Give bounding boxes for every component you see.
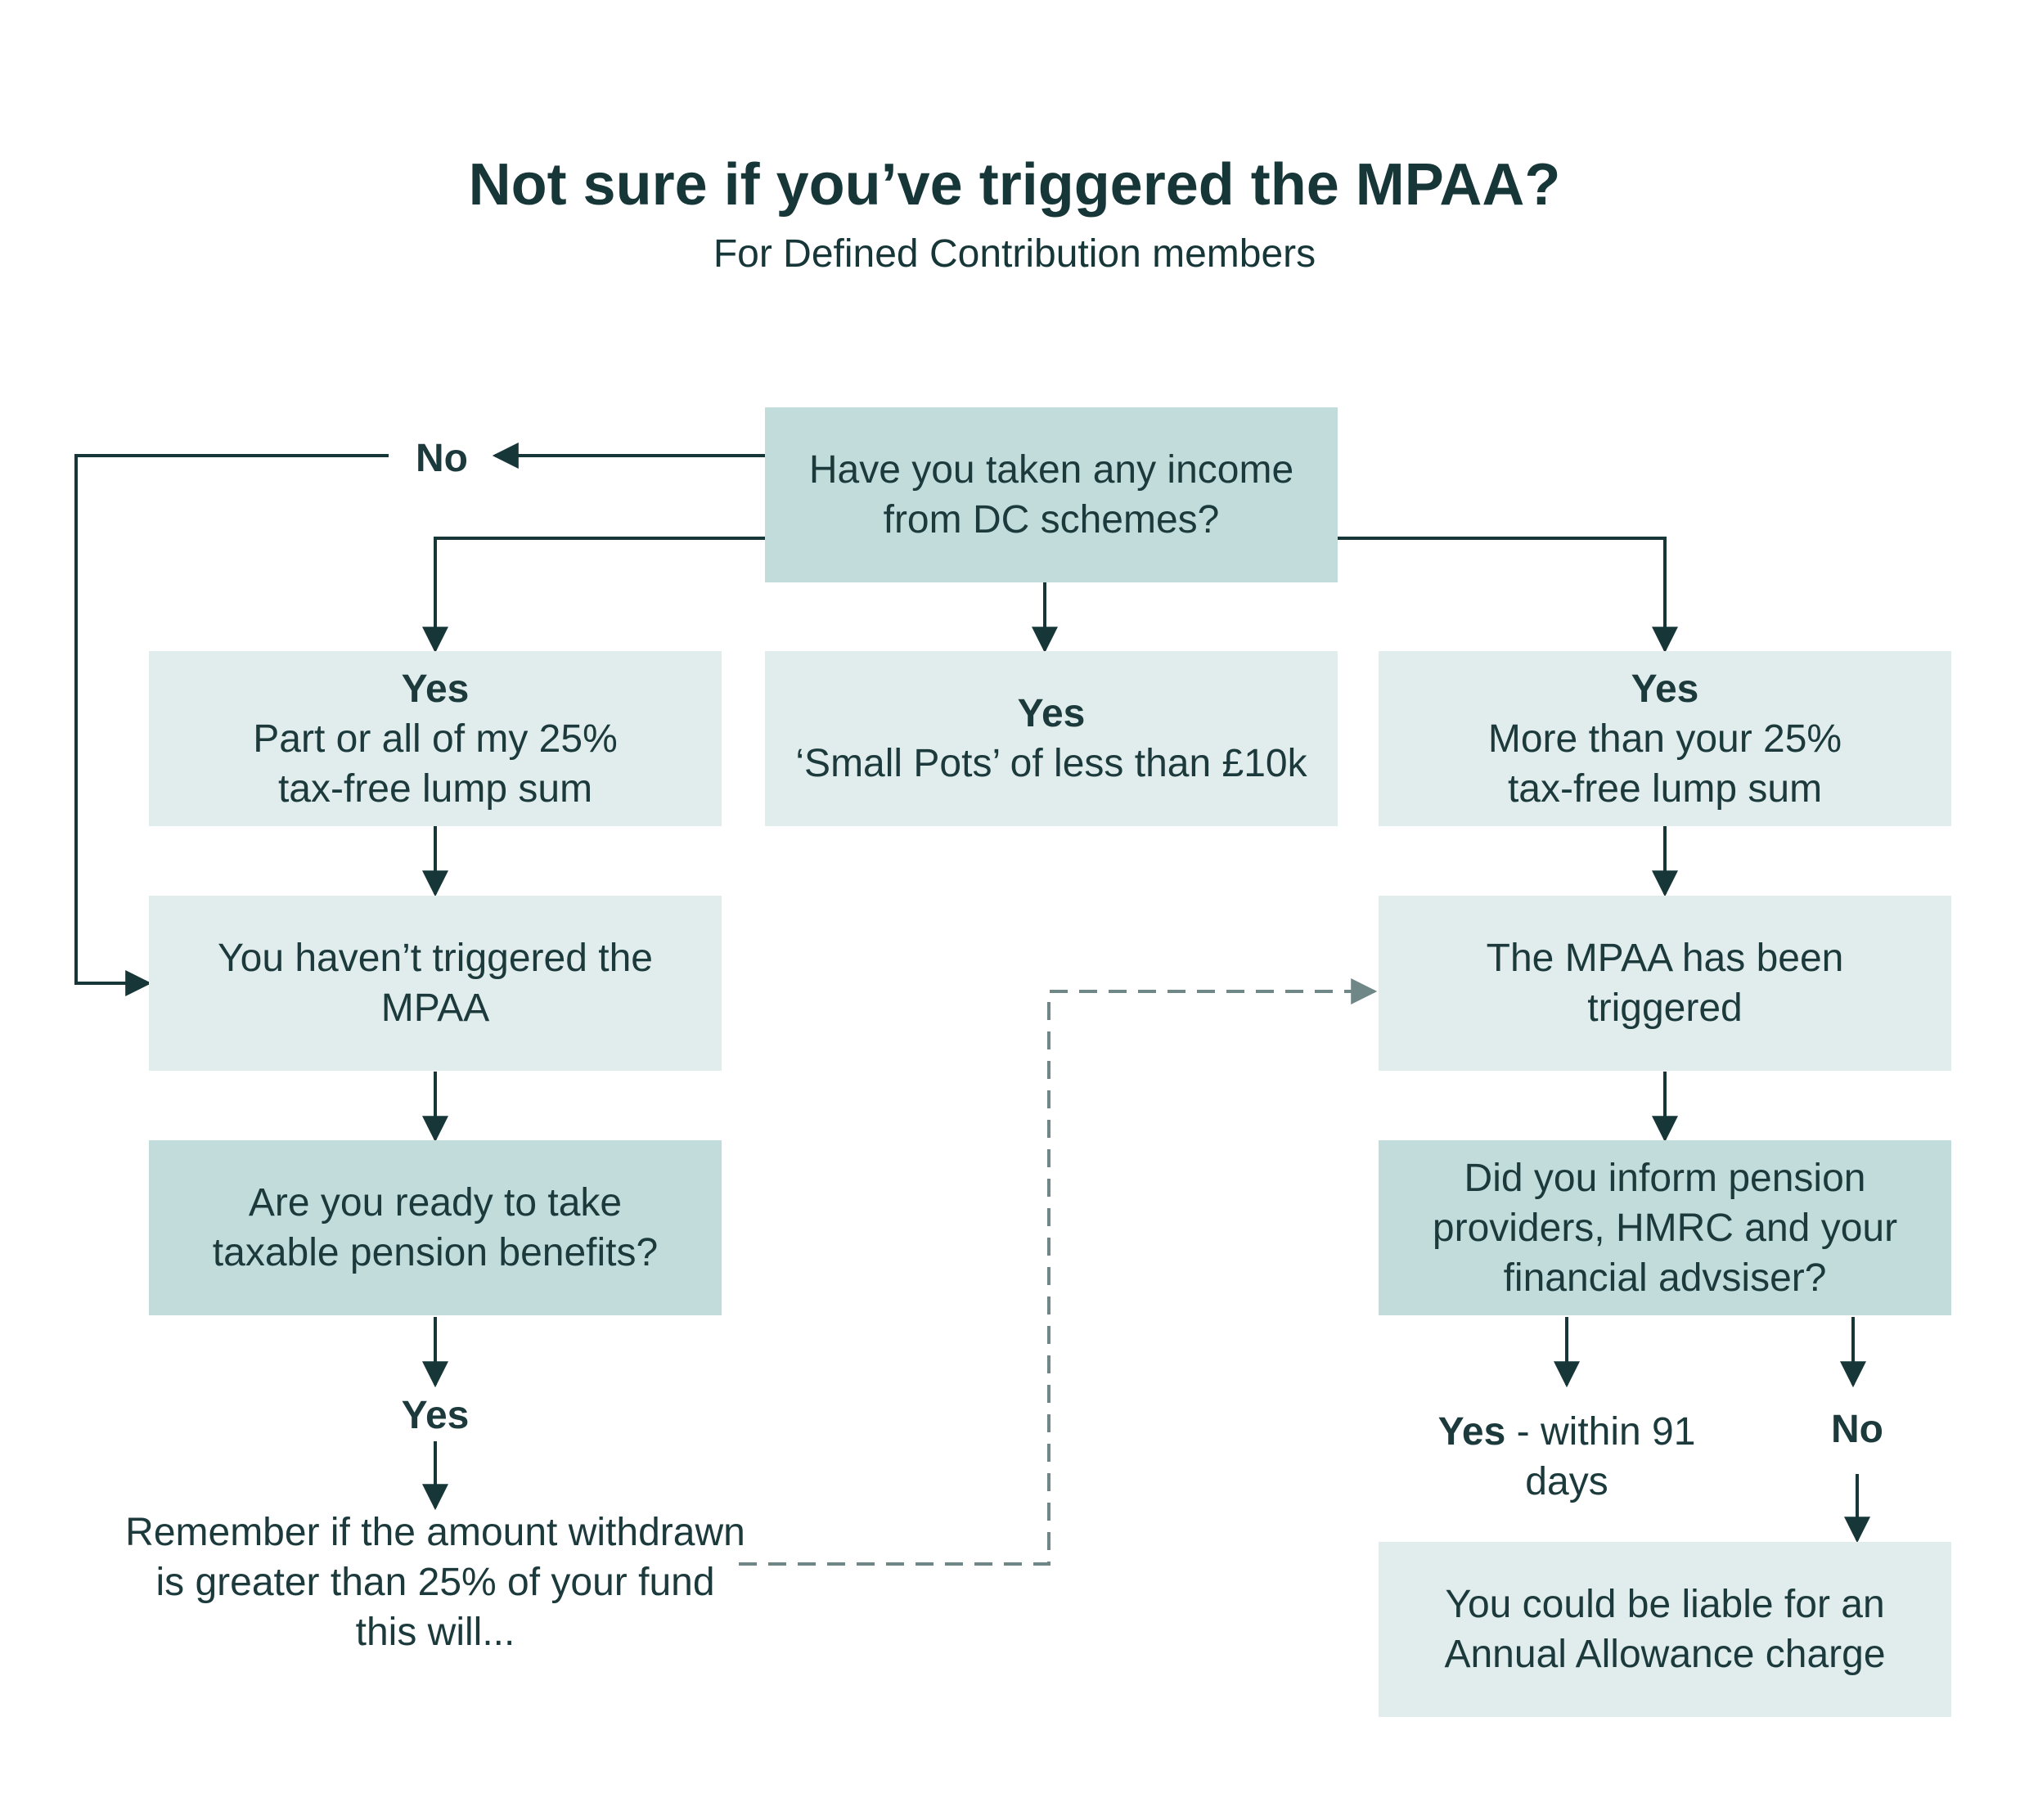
node-liable-text: You could be liable for an Annual Allowa… xyxy=(1444,1583,1886,1676)
node-yes-small: Yes ‘Small Pots’ of less than £10k xyxy=(765,651,1338,826)
node-not-triggered: You haven’t triggered the MPAA xyxy=(149,896,722,1071)
label-yes-within-bold: Yes xyxy=(1437,1410,1506,1454)
no-loop-line xyxy=(74,454,389,996)
node-yes-more: Yes More than your 25% tax-free lump sum xyxy=(1379,651,1951,826)
page-subtitle: For Defined Contribution members xyxy=(713,232,1316,276)
node-triggered-text: The MPAA has been triggered xyxy=(1486,937,1844,1030)
node-ready-question: Are you ready to take taxable pension be… xyxy=(149,1140,722,1315)
node-yes-part-label: Yes xyxy=(401,667,470,711)
label-yes-ready: Yes xyxy=(401,1394,470,1437)
node-liable: You could be liable for an Annual Allowa… xyxy=(1379,1542,1951,1717)
node-yes-more-label: Yes xyxy=(1631,667,1699,711)
node-inform-question: Did you inform pension providers, HMRC a… xyxy=(1379,1140,1951,1315)
node-not-triggered-text: You haven’t triggered the MPAA xyxy=(218,937,653,1030)
label-no-inform: No xyxy=(1831,1408,1883,1451)
label-no-top: No xyxy=(416,437,468,480)
node-income-question-text: Have you taken any income from DC scheme… xyxy=(808,448,1294,542)
arrow-to-yes-more xyxy=(1338,537,1678,654)
node-ready-question-text: Are you ready to take taxable pension be… xyxy=(212,1181,659,1274)
dashed-link xyxy=(739,978,1378,1566)
arrow-to-yes-part xyxy=(422,537,765,654)
label-yes-within-rest: - within 91 days xyxy=(1505,1410,1696,1503)
node-remember-text: Remember if the amount withdrawn is grea… xyxy=(125,1511,745,1654)
node-inform-question-text: Did you inform pension providers, HMRC a… xyxy=(1432,1156,1898,1300)
node-income-question: Have you taken any income from DC scheme… xyxy=(765,407,1338,582)
node-yes-more-text: More than your 25% tax-free lump sum xyxy=(1487,717,1842,811)
node-yes-small-label: Yes xyxy=(1017,692,1086,735)
node-triggered: The MPAA has been triggered xyxy=(1379,896,1951,1071)
page-title: Not sure if you’ve triggered the MPAA? xyxy=(468,152,1561,218)
node-yes-part: Yes Part or all of my 25% tax-free lump … xyxy=(149,651,722,826)
label-yes-within: Yes - within 91 days xyxy=(1411,1407,1722,1507)
node-remember: Remember if the amount withdrawn is grea… xyxy=(124,1508,746,1657)
node-yes-part-text: Part or all of my 25% tax-free lump sum xyxy=(253,717,618,811)
node-yes-small-text: ‘Small Pots’ of less than £10k xyxy=(795,742,1307,785)
